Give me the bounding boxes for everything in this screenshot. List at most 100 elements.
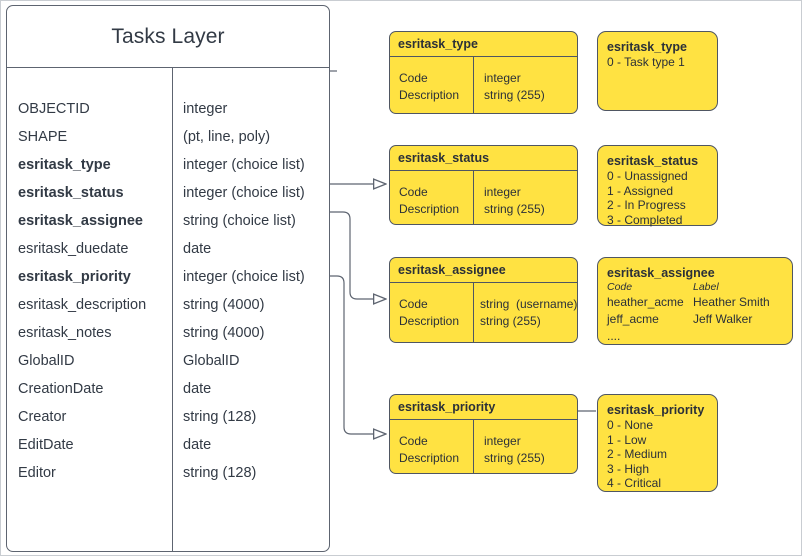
field-type: integer [183, 101, 228, 117]
domain-value-line: 0 - Task type 1 [607, 55, 685, 69]
domain-field-type: integer [484, 434, 521, 448]
domain-column-divider [473, 283, 475, 342]
domain-right-column: string (username)string (255) [480, 296, 577, 330]
domain-field-type: string (255) [484, 88, 545, 102]
domain-value-label: Heather Smith [693, 295, 770, 309]
field-name: Creator [18, 409, 67, 425]
domain-field-name: Description [399, 88, 460, 102]
field-type: GlobalID [183, 353, 240, 369]
domain-value-line: 1 - Low [607, 432, 647, 447]
field-type: integer (choice list) [183, 185, 305, 201]
domain-values-row: jeff_acme Jeff Walker [607, 312, 783, 329]
domain-values-title: esritask_priority [607, 403, 705, 417]
field-name: CreationDate [18, 381, 104, 397]
field-name-column: OBJECTID SHAPE esritask_type esritask_statu… [18, 95, 146, 487]
domain-field-type: string (username) [480, 297, 578, 311]
field-type: string (4000) [183, 297, 265, 313]
domain-values-header-row: Code Label [607, 281, 783, 295]
domain-value-line: 0 - Unassigned [607, 169, 688, 183]
domain-values-title: esritask_type [607, 40, 687, 54]
domain-field-name: Code [399, 185, 428, 199]
domain-value-line: 1 - Assigned [607, 183, 674, 198]
field-name: esritask_notes [18, 325, 112, 341]
domain-right-column: integer string (255) [484, 70, 545, 104]
field-type: date [183, 381, 212, 397]
domain-values-table: Code Label heather_acme Heather Smith jeff_a… [607, 281, 783, 346]
field-name: OBJECTID [18, 101, 90, 117]
domain-values-row: .... [607, 329, 783, 346]
domain-field-type: integer [484, 71, 521, 85]
field-name: esritask_status [18, 185, 124, 201]
domain-table-title: esritask_type [390, 32, 577, 57]
field-name: esritask_duedate [18, 241, 129, 257]
domain-value-line: 2 - In Progress [607, 198, 686, 212]
field-type: string (128) [183, 409, 257, 425]
entity-column-divider [172, 68, 174, 551]
field-name: esritask_assignee [18, 213, 143, 229]
field-type: integer (choice list) [183, 157, 305, 173]
domain-values-esritask-type: esritask_type 0 - Task type 1 [597, 31, 718, 111]
domain-field-type: string (255) [484, 451, 545, 465]
domain-field-name: Description [399, 202, 460, 216]
domain-table-title: esritask_priority [390, 395, 577, 420]
domain-values-title: esritask_status [607, 154, 699, 168]
domain-values-header-label: Label [693, 281, 719, 293]
field-name: SHAPE [18, 129, 68, 145]
domain-column-divider [473, 171, 475, 224]
field-type: string (128) [183, 465, 257, 481]
domain-values-title: esritask_assignee [607, 266, 715, 280]
domain-right-column: integer string (255) [484, 184, 545, 218]
domain-values-esritask-assignee: esritask_assignee Code Label heather_acme H… [597, 257, 793, 345]
field-type: (pt, line, poly) [183, 129, 271, 145]
field-name: Editor [18, 465, 56, 481]
domain-column-divider [473, 420, 475, 473]
domain-field-type: string (255) [484, 202, 545, 216]
domain-field-name: Description [399, 451, 460, 465]
domain-value-line: 2 - Medium [607, 447, 668, 461]
domain-value-code: .... [607, 329, 621, 343]
field-type: date [183, 241, 212, 257]
domain-value-line: 3 - Completed [607, 212, 683, 227]
domain-values-row: heather_acme Heather Smith [607, 295, 783, 312]
domain-value-code: heather_acme [607, 295, 684, 309]
domain-field-name: Description [399, 314, 460, 328]
domain-field-type: integer [484, 185, 521, 199]
field-name: esritask_description [18, 297, 147, 313]
entity-body: OBJECTID SHAPE esritask_type esritask_statu… [7, 68, 329, 551]
field-type: string (choice list) [183, 213, 296, 229]
domain-value-code: jeff_acme [607, 312, 659, 326]
domain-column-divider [473, 57, 475, 113]
field-name: esritask_priority [18, 269, 131, 285]
field-type: string (4000) [183, 325, 265, 341]
domain-value-line: 3 - High [607, 461, 650, 476]
domain-field-name: Code [399, 71, 428, 85]
domain-table-title: esritask_status [390, 146, 577, 171]
field-name: GlobalID [18, 353, 75, 369]
field-type: date [183, 437, 212, 453]
domain-values-list: 0 - Task type 1 [607, 55, 708, 70]
domain-values-header-code: Code [607, 281, 633, 293]
domain-right-column: integer string (255) [484, 433, 545, 467]
domain-value-line: 4 - Critical [607, 476, 662, 490]
domain-value-label: Jeff Walker [693, 312, 753, 326]
domain-table-title: esritask_assignee [390, 258, 577, 283]
field-name: esritask_type [18, 157, 111, 173]
domain-field-name: Code [399, 434, 428, 448]
